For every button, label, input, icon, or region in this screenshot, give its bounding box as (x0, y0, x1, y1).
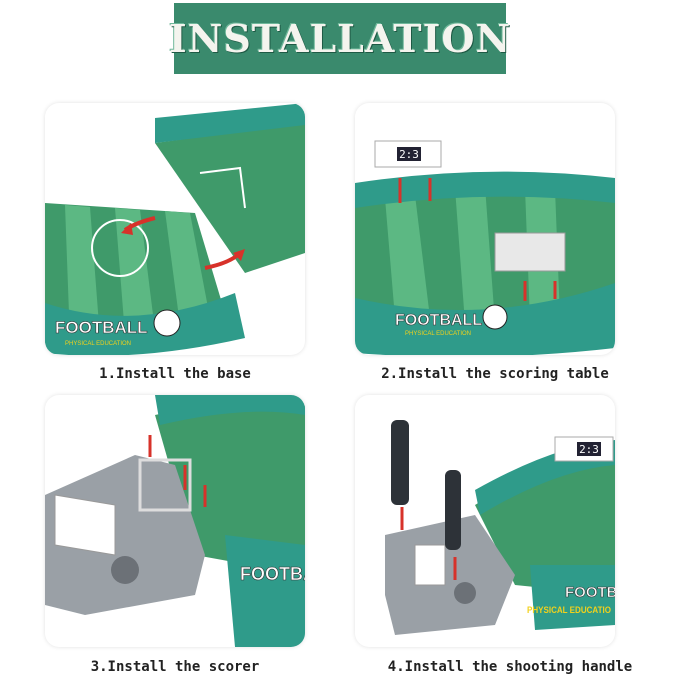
brand-logo: FOOTBALL (395, 312, 482, 329)
title-banner: INSTALLATION (169, 3, 510, 74)
step-1-caption: 1.Install the base (99, 366, 251, 382)
step-4-image: 2:3 FOOTBAL PHYSICAL EDUCATIO (355, 395, 615, 647)
football-icon (153, 309, 181, 337)
brand-subtitle: PHYSICAL EDUCATIO (527, 605, 611, 615)
brand-subtitle: PHYSICAL EDUCATION (405, 331, 471, 337)
shooting-handle (445, 470, 461, 550)
step-3-image: FOOTBA (45, 395, 305, 647)
shooting-handle (391, 420, 409, 505)
brand-logo: FOOTBAL (565, 584, 615, 601)
title: INSTALLATION (168, 16, 512, 61)
step-3-caption: 3.Install the scorer (90, 659, 260, 675)
scoreboard-display: 2:3 (579, 443, 599, 456)
step-1-image: FOOTBALL PHYSICAL EDUCATION (45, 103, 305, 355)
step-2-image: 2:3 FOOTBALL PHYSICAL EDUCATION (355, 103, 615, 355)
brand-subtitle: PHYSICAL EDUCATION (65, 341, 131, 347)
scoreboard-display: 2:3 (399, 148, 419, 161)
step-2-caption: 2.Install the scoring table (381, 366, 609, 382)
step-4-caption: 4.Install the shooting handle (387, 659, 633, 675)
brand-logo: FOOTBA (240, 564, 305, 584)
brand-logo: FOOTBALL (55, 318, 148, 337)
football-icon (482, 304, 508, 330)
